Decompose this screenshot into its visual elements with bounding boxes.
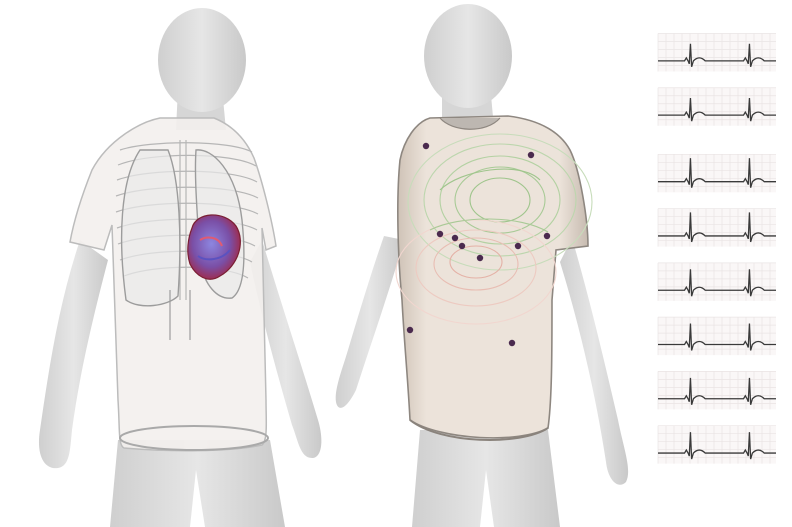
anatomy-figure [39,8,321,527]
electrode [407,327,413,333]
electrode [477,255,483,261]
left-figure-legs [110,440,285,527]
ecg-lead-strip [658,426,776,464]
ecg-lead-strip [658,317,776,355]
electrode [509,340,515,346]
left-figure-head [158,8,246,112]
electrode [459,243,465,249]
potential-figure [336,4,628,527]
right-figure-legs [412,430,560,527]
ecg-lead-strip [658,34,776,72]
electrode-shirt [398,116,588,438]
ecg-lead-strip [658,371,776,409]
ecg-lead-strip [658,154,776,192]
right-figure-left-arm [560,238,628,485]
left-figure-right-arm [39,240,108,468]
ecg-lead-strip [658,209,776,247]
electrode [452,235,458,241]
electrode [515,243,521,249]
ecg-lead-strip [658,88,776,126]
electrode [544,233,550,239]
ecg-lead-strip [658,263,776,301]
electrode [528,152,534,158]
electrode [423,143,429,149]
right-lung [122,150,180,306]
electrode [437,231,443,237]
ecg-panel [658,34,776,464]
right-figure-head [424,4,512,108]
right-figure-right-arm [336,236,404,408]
